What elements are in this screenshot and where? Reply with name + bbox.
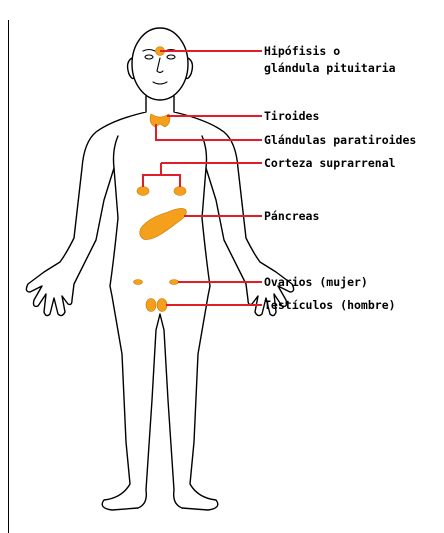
label-paratiroides: Glándulas paratiroides — [264, 133, 416, 147]
left-eye — [145, 55, 153, 59]
pancreas — [140, 208, 187, 239]
label-ovarios: Ovarios (mujer) — [264, 275, 368, 289]
parathyroid-leader — [156, 124, 262, 140]
adrenal-bracket-leader — [143, 175, 180, 187]
labels: Hipófisis o glándula pituitaria Tiroides… — [264, 44, 416, 312]
head-outline — [132, 28, 188, 100]
label-hipofisis-line1: Hipófisis o — [264, 44, 340, 58]
adrenal-gland-right — [174, 187, 186, 196]
label-pancreas: Páncreas — [264, 209, 319, 223]
testicle-left — [146, 299, 156, 312]
label-tiroides: Tiroides — [264, 109, 319, 123]
label-hipofisis-line2: glándula pituitaria — [264, 61, 396, 75]
nose — [157, 58, 163, 73]
label-testiculos: Testículos (hombre) — [264, 298, 396, 312]
left-armpit-line — [114, 136, 119, 168]
testicle-right — [157, 299, 167, 312]
ovary-left — [134, 280, 143, 285]
human-body-outline — [26, 28, 293, 510]
glands — [134, 47, 187, 312]
ovary-right — [170, 280, 179, 285]
left-eyebrow — [143, 50, 155, 52]
thyroid-gland — [150, 114, 170, 127]
adrenal-gland-left — [137, 187, 149, 196]
mouth — [153, 82, 167, 84]
leader-lines — [143, 51, 262, 305]
right-eye — [167, 55, 175, 59]
label-suprarrenal: Corteza suprarrenal — [264, 156, 396, 170]
